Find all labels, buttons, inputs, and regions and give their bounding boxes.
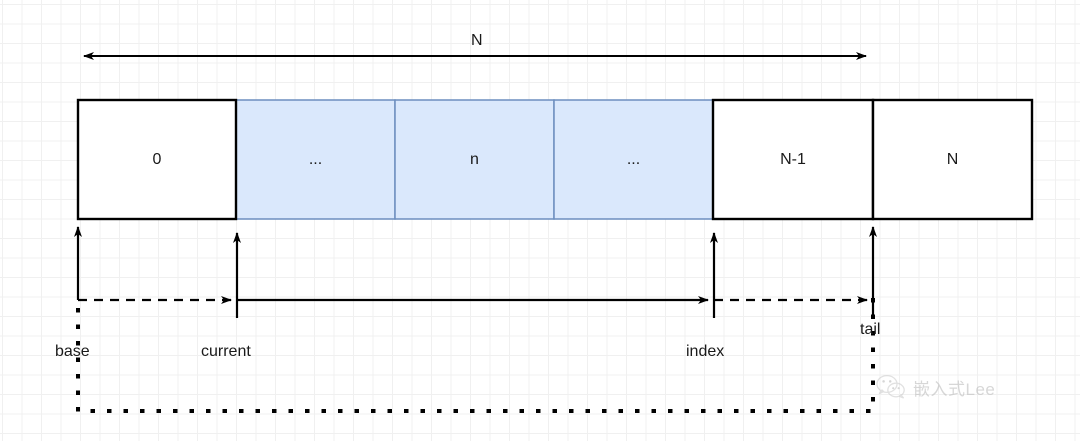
cell-1-rect: [235, 99, 396, 220]
wraparound-dotted-path: [76, 298, 875, 413]
watermark: 嵌入式Lee: [876, 374, 995, 400]
cell-2-rect: [394, 99, 555, 220]
cell-0-rect: [76, 98, 238, 221]
cell-label-0: 0: [152, 151, 162, 168]
cell-label-n: n: [470, 151, 479, 168]
pointer-label-current: current: [201, 343, 251, 360]
dimension-label-n: N: [471, 32, 483, 49]
cell-5-rect: [871, 98, 1034, 221]
wechat-icon: [876, 374, 905, 399]
pointer-label-index: index: [686, 343, 725, 360]
pointer-label-tail: tail: [860, 321, 881, 338]
cell-label-ellipsis-right: ...: [626, 151, 641, 168]
pointer-arrows: [74, 226, 877, 318]
array-cells: [76, 98, 1034, 221]
cell-label-n-total: N: [946, 151, 959, 168]
cell-label-n-minus-1: N-1: [780, 151, 806, 168]
cell-3-rect: [553, 99, 714, 220]
pointer-label-base: base: [55, 343, 90, 360]
watermark-text: 嵌入式Lee: [913, 379, 996, 399]
cell-label-ellipsis-left: ...: [308, 151, 323, 168]
